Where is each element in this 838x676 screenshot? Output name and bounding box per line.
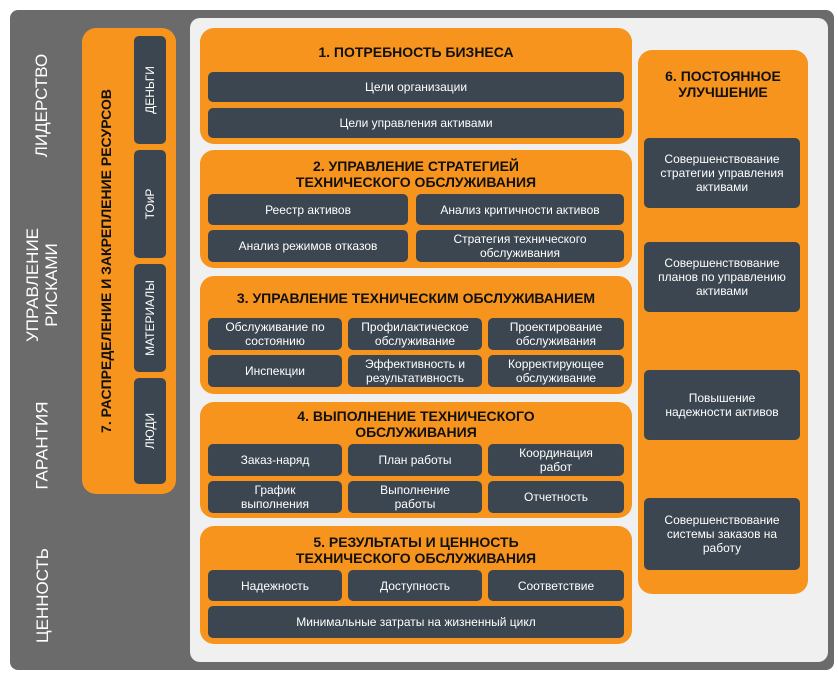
box-lifecycle-cost: Минимальные затраты на жизненный цикл <box>208 606 624 638</box>
box-availability: Доступность <box>348 570 482 601</box>
resource-materials: МАТЕРИАЛЫ <box>134 264 166 372</box>
box-maintenance-strategy: Стратегия технического обслуживания <box>416 230 624 262</box>
resource-maintenance: ТОиР <box>134 150 166 258</box>
box-effectiveness: Эффективность и результативность <box>348 355 482 387</box>
box-schedule: График выполнения <box>208 481 342 513</box>
box-corrective: Корректирующее обслуживание <box>488 355 624 387</box>
section-strategy: 2. УПРАВЛЕНИЕ СТРАТЕГИЕЙ ТЕХНИЧЕСКОГО ОБ… <box>200 150 632 268</box>
section-execution: 4. ВЫПОЛНЕНИЕ ТЕХНИЧЕСКОГО ОБСЛУЖИВАНИЯ … <box>200 402 632 518</box>
side-label-leadership: ЛИДЕРСТВО <box>32 53 52 157</box>
box-work-coordination: Координация работ <box>488 444 624 476</box>
box-work-plan: План работы <box>348 444 482 476</box>
box-maintenance-design: Проектирование обслуживания <box>488 318 624 350</box>
section-title: 6. ПОСТОЯННОЕ УЛУЧШЕНИЕ <box>665 68 781 100</box>
box-asset-register: Реестр активов <box>208 194 408 225</box>
box-preventive: Профилактическое обслуживание <box>348 318 482 350</box>
box-reliability: Надежность <box>208 570 342 601</box>
side-label-assurance: ГАРАНТИЯ <box>32 400 52 490</box>
resources-title: 7. РАСПРЕДЕЛЕНИЕ И ЗАКРЕПЛЕНИЕ РЕСУРСОВ <box>98 89 114 433</box>
side-label-value: ЦЕННОСТЬ <box>32 547 52 643</box>
box-criticality-analysis: Анализ критичности активов <box>416 194 624 225</box>
section-improvement: 6. ПОСТОЯННОЕ УЛУЧШЕНИЕ Совершенствовани… <box>638 50 808 594</box>
box-improve-reliability: Повышение надежности активов <box>644 370 800 440</box>
section-business-need: 1. ПОТРЕБНОСТЬ БИЗНЕСА Цели организации … <box>200 28 632 144</box>
section-title: 4. ВЫПОЛНЕНИЕ ТЕХНИЧЕСКОГО ОБСЛУЖИВАНИЯ <box>297 408 535 440</box>
box-org-goals: Цели организации <box>208 72 624 102</box>
box-work-execution: Выполнение работы <box>348 481 482 513</box>
section-results: 5. РЕЗУЛЬТАТЫ И ЦЕННОСТЬ ТЕХНИЧЕСКОГО ОБ… <box>200 526 632 644</box>
resource-people: ЛЮДИ <box>134 378 166 484</box>
side-label-risk-management: УПРАВЛЕНИЕ РИСКАМИ <box>23 227 62 343</box>
box-inspections: Инспекции <box>208 355 342 387</box>
section-title: 2. УПРАВЛЕНИЕ СТРАТЕГИЕЙ ТЕХНИЧЕСКОГО ОБ… <box>295 158 537 190</box>
box-improve-plans: Совершенствование планов по управлению а… <box>644 242 800 312</box>
section-title: 1. ПОТРЕБНОСТЬ БИЗНЕСА <box>318 44 514 60</box>
box-improve-work-orders: Совершенствование системы заказов на раб… <box>644 498 800 570</box>
box-asset-goals: Цели управления активами <box>208 108 624 138</box>
resource-money: ДЕНЬГИ <box>134 36 166 144</box>
box-work-order: Заказ-наряд <box>208 444 342 476</box>
resources-panel: 7. РАСПРЕДЕЛЕНИЕ И ЗАКРЕПЛЕНИЕ РЕСУРСОВ … <box>82 28 176 494</box>
section-title: 3. УПРАВЛЕНИЕ ТЕХНИЧЕСКИМ ОБСЛУЖИВАНИЕМ <box>236 290 596 306</box>
box-reporting: Отчетность <box>488 481 624 513</box>
box-improve-strategy: Совершенствование стратегии управления а… <box>644 138 800 208</box>
box-condition-based: Обслуживание по состоянию <box>208 318 342 350</box>
section-title: 5. РЕЗУЛЬТАТЫ И ЦЕННОСТЬ ТЕХНИЧЕСКОГО ОБ… <box>295 534 537 566</box>
section-maintenance-management: 3. УПРАВЛЕНИЕ ТЕХНИЧЕСКИМ ОБСЛУЖИВАНИЕМ … <box>200 276 632 394</box>
box-compliance: Соответствие <box>488 570 624 601</box>
box-failure-modes: Анализ режимов отказов <box>208 230 408 262</box>
